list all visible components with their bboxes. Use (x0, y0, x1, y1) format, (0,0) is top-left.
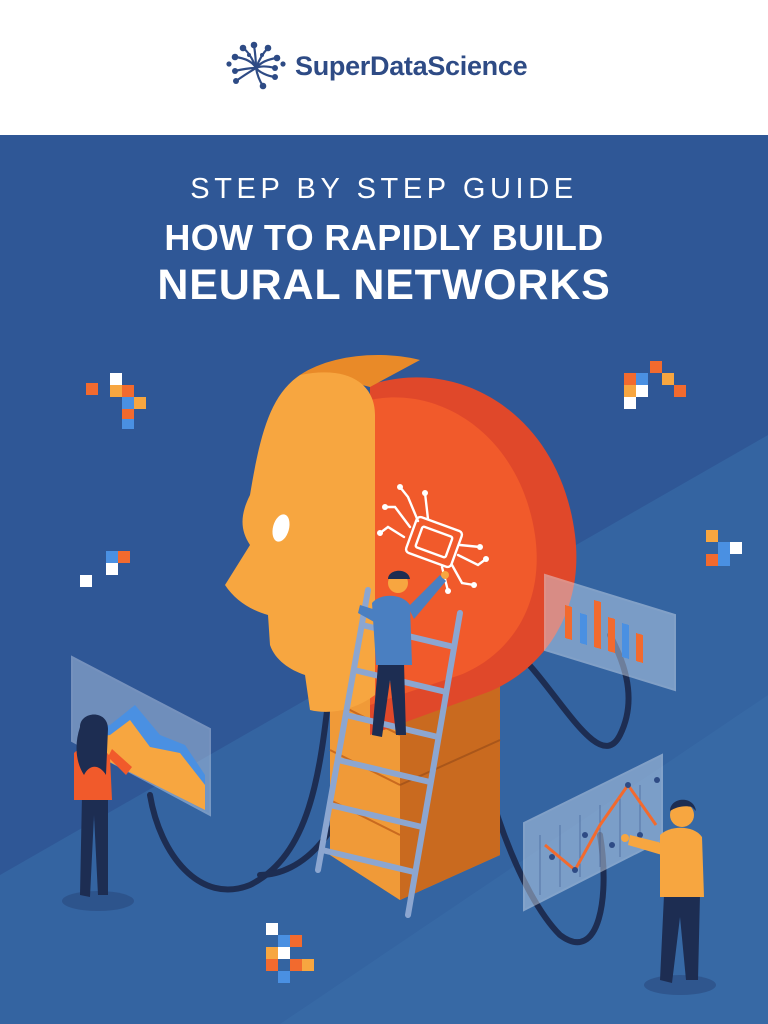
pixel-cluster (624, 361, 686, 409)
person-on-ladder (358, 570, 449, 737)
page-header: SuperDataScience (0, 0, 768, 135)
cover-panel: STEP BY STEP GUIDE HOW TO RAPIDLY BUILD … (0, 135, 768, 1024)
pixel-cluster (80, 551, 130, 587)
head-eye (272, 514, 290, 542)
area-chart-panel (71, 655, 211, 817)
title-line-2: NEURAL NETWORKS (157, 261, 611, 309)
head-face (225, 372, 375, 712)
pixel-cluster (706, 530, 742, 566)
person-woman (62, 714, 134, 911)
pixel-cluster (86, 373, 146, 429)
title-line-1: HOW TO RAPIDLY BUILD (164, 217, 604, 258)
person-man (621, 799, 716, 995)
cover-illustration (0, 355, 768, 1024)
background-band-light (280, 695, 768, 1024)
circuit-chip-icon (378, 485, 488, 593)
head-back-inner (370, 397, 537, 705)
brand-name: SuperDataScience (295, 50, 528, 81)
neural-tree-logo-icon (226, 41, 286, 90)
pixel-cluster (266, 923, 314, 983)
guide-kicker: STEP BY STEP GUIDE (190, 173, 578, 205)
brand-logo: SuperDataScience (223, 40, 528, 92)
bar-chart-panel (544, 573, 676, 692)
